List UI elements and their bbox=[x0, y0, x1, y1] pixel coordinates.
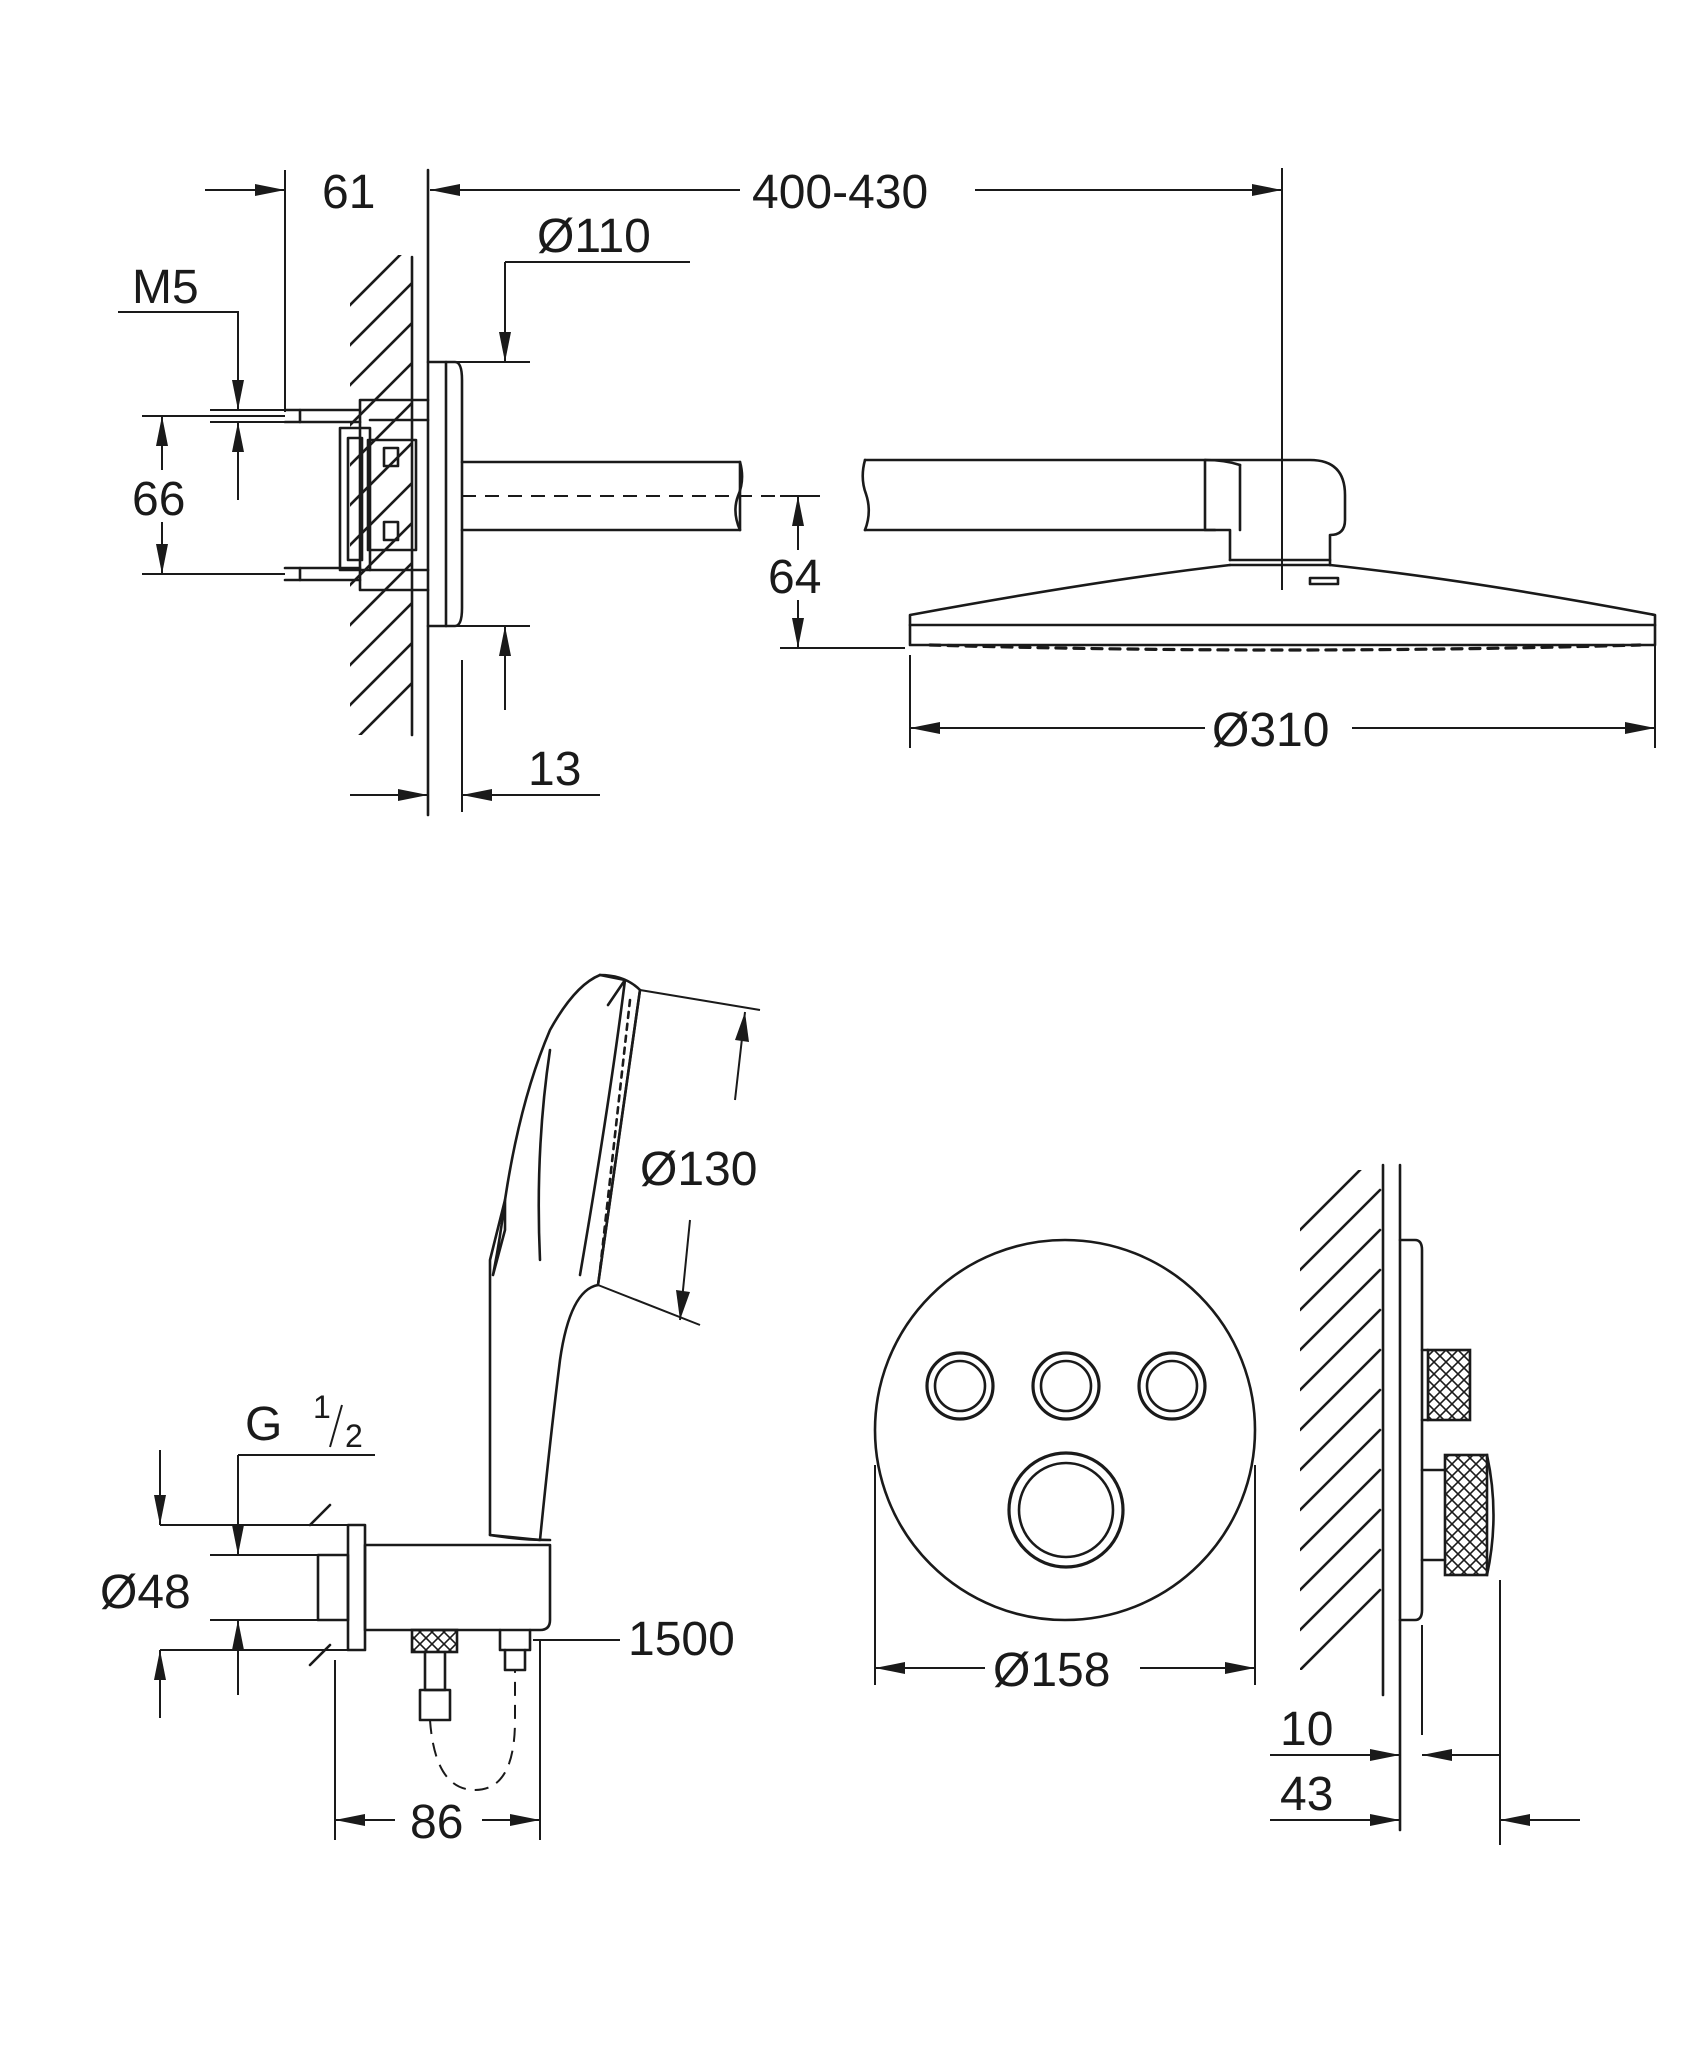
dim-310: Ø310 bbox=[1212, 704, 1329, 757]
dim-86: 86 bbox=[410, 1796, 463, 1849]
dim-64: 64 bbox=[768, 551, 821, 604]
dim-43: 43 bbox=[1280, 1768, 1333, 1821]
dim-g-num: 1 bbox=[313, 1389, 331, 1425]
dim-66: 66 bbox=[132, 473, 185, 526]
wall-hatch-top bbox=[350, 255, 412, 735]
dim-g: G bbox=[245, 1398, 282, 1451]
dim-g-den: 2 bbox=[345, 1418, 363, 1454]
thermostat-side: 10 43 bbox=[1270, 1163, 1580, 1845]
dim-130: Ø130 bbox=[640, 1143, 757, 1196]
dim-10: 10 bbox=[1280, 1703, 1333, 1756]
thermostat-front: Ø158 bbox=[873, 1238, 1257, 1697]
dim-48: Ø48 bbox=[100, 1566, 191, 1619]
shower-arm-section: 61 400-430 Ø110 M5 66 64 bbox=[118, 166, 1657, 817]
dim-13: 13 bbox=[528, 743, 581, 796]
dim-61: 61 bbox=[322, 166, 375, 219]
dim-158: Ø158 bbox=[993, 1644, 1110, 1697]
dim-110: Ø110 bbox=[537, 210, 651, 263]
hand-shower-section: Ø130 G 1 2 Ø48 1500 86 bbox=[100, 973, 761, 1849]
dim-1500: 1500 bbox=[628, 1613, 735, 1666]
dim-400-430: 400-430 bbox=[752, 166, 928, 219]
dim-m5: M5 bbox=[132, 261, 199, 314]
